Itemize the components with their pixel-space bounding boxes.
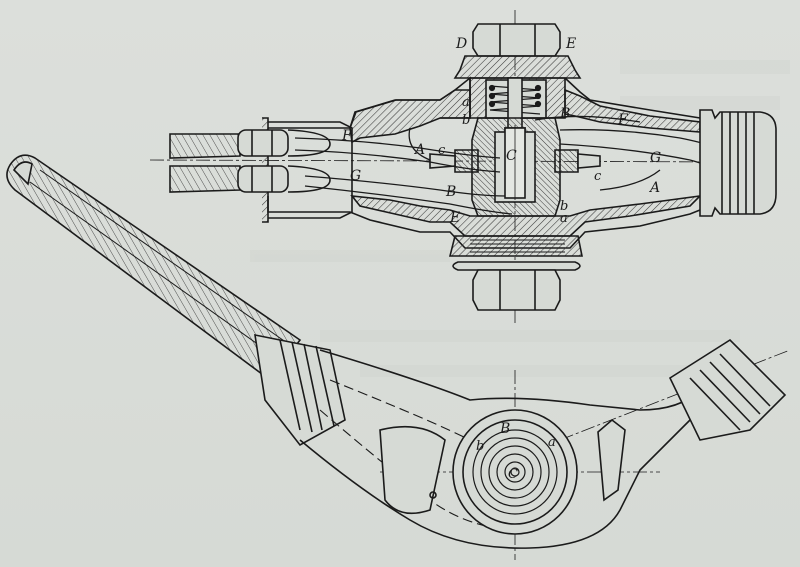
label-c-right: c <box>594 169 602 184</box>
spring <box>488 84 542 115</box>
label-G-left: G <box>350 168 361 184</box>
bleed-through-text <box>250 60 790 377</box>
label-B-left: B <box>445 184 456 200</box>
bottom-nut <box>472 269 561 311</box>
right-screw <box>554 149 601 173</box>
label-A-right: A <box>648 180 660 196</box>
label-E-top: E <box>565 36 576 52</box>
part-labels: D E a b B F A c C G E b a A c B F G B b … <box>341 36 661 482</box>
label-B-top: B <box>559 106 570 122</box>
bottom-washer <box>452 261 581 271</box>
label-G-right: G <box>650 150 661 166</box>
upper-section-view <box>149 10 777 325</box>
label-b-plan: b <box>476 439 484 454</box>
right-thread-end <box>699 109 777 217</box>
label-a-plan: a <box>548 435 556 450</box>
label-b-bottom: b <box>560 199 568 214</box>
valve-circles <box>452 409 578 535</box>
label-C-plan: C <box>508 467 518 482</box>
label-a-top: a <box>462 95 470 110</box>
label-C-center: C <box>506 148 517 164</box>
label-F-left: F <box>341 128 353 144</box>
label-E-bottom: E <box>449 210 460 226</box>
label-B-plan: B <box>499 421 510 437</box>
diagonal-cable <box>6 154 302 382</box>
label-b-top: b <box>462 113 470 128</box>
top-nut <box>472 23 561 57</box>
label-F-right: F <box>617 112 629 128</box>
lower-plan-view <box>6 154 791 560</box>
label-D: D <box>455 36 467 52</box>
label-a-bottom: a <box>560 211 568 226</box>
cable-sleeve <box>254 333 346 447</box>
right-thread-arm <box>668 338 787 441</box>
thread-lines <box>470 239 565 253</box>
label-c-left: c <box>438 143 446 158</box>
left-cables <box>169 129 331 193</box>
label-A-left: A <box>413 142 425 158</box>
